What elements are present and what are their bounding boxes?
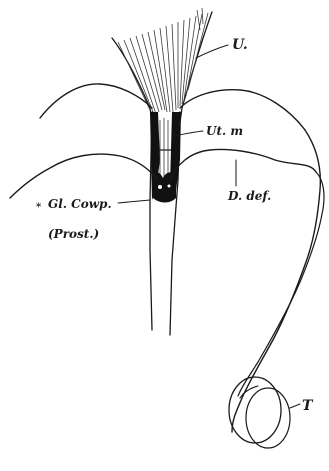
testis: [229, 377, 290, 448]
ductus-deferens: [232, 130, 320, 432]
cowper-gland: [153, 172, 176, 202]
label-gl-cowp: Gl. Cowp.: [48, 197, 112, 211]
label-d-def: D. def.: [227, 189, 271, 203]
label-u: U.: [232, 37, 248, 53]
uterus-fan: [112, 8, 212, 150]
label-asterisk: *: [36, 202, 42, 213]
ductus-deferens-inner: [238, 172, 324, 396]
leader-gl-cowp: [118, 200, 150, 203]
label-ut-m: Ut. m: [206, 124, 243, 138]
label-t: T: [302, 398, 314, 414]
label-prost: (Prost.): [48, 227, 99, 241]
duct-upper-left: [40, 84, 152, 118]
duct-lower-left: [10, 154, 158, 198]
leader-t: [290, 404, 300, 408]
duct-lower-right: [170, 149, 316, 180]
central-tube: [150, 112, 181, 335]
